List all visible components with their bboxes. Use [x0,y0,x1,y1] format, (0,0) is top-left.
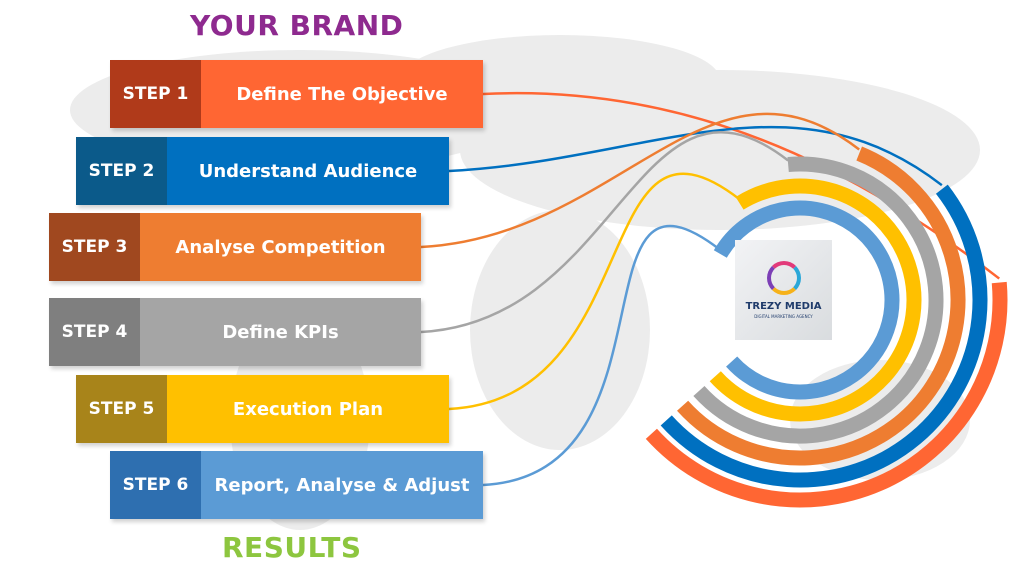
arc-step-3 [677,146,966,466]
step-label: Execution Plan [167,375,449,443]
step-number: STEP 5 [76,375,167,443]
arc-step-4 [693,156,944,444]
connector-step-2 [448,125,943,187]
step-number: STEP 4 [49,298,140,366]
arc-step-2 [660,184,988,488]
connector-step-3 [420,112,860,249]
step-label: Understand Audience [167,137,449,205]
step-number: STEP 3 [49,213,140,281]
step-label: Report, Analyse & Adjust [201,451,483,519]
trezy-media-logo: TREZY MEDIA DIGITAL MARKETING AGENCY [735,240,832,340]
connector-step-6 [482,224,722,487]
logo-emblem-icon [766,261,801,295]
connector-step-4 [420,131,789,334]
logo-name: TREZY MEDIA [745,301,822,312]
arc-step-6 [713,200,900,400]
logo-tagline: DIGITAL MARKETING AGENCY [754,314,813,319]
step-label: Define KPIs [140,298,421,366]
brand-title: YOUR BRAND [190,9,404,42]
step-label: Define The Objective [201,60,483,128]
step-number: STEP 1 [110,60,201,128]
step-number: STEP 2 [76,137,167,205]
connector-step-5 [448,172,741,411]
arc-step-1 [645,281,1008,508]
results-title: RESULTS [222,531,362,564]
arc-step-5 [709,178,922,422]
step-label: Analyse Competition [140,213,421,281]
step-number: STEP 6 [110,451,201,519]
